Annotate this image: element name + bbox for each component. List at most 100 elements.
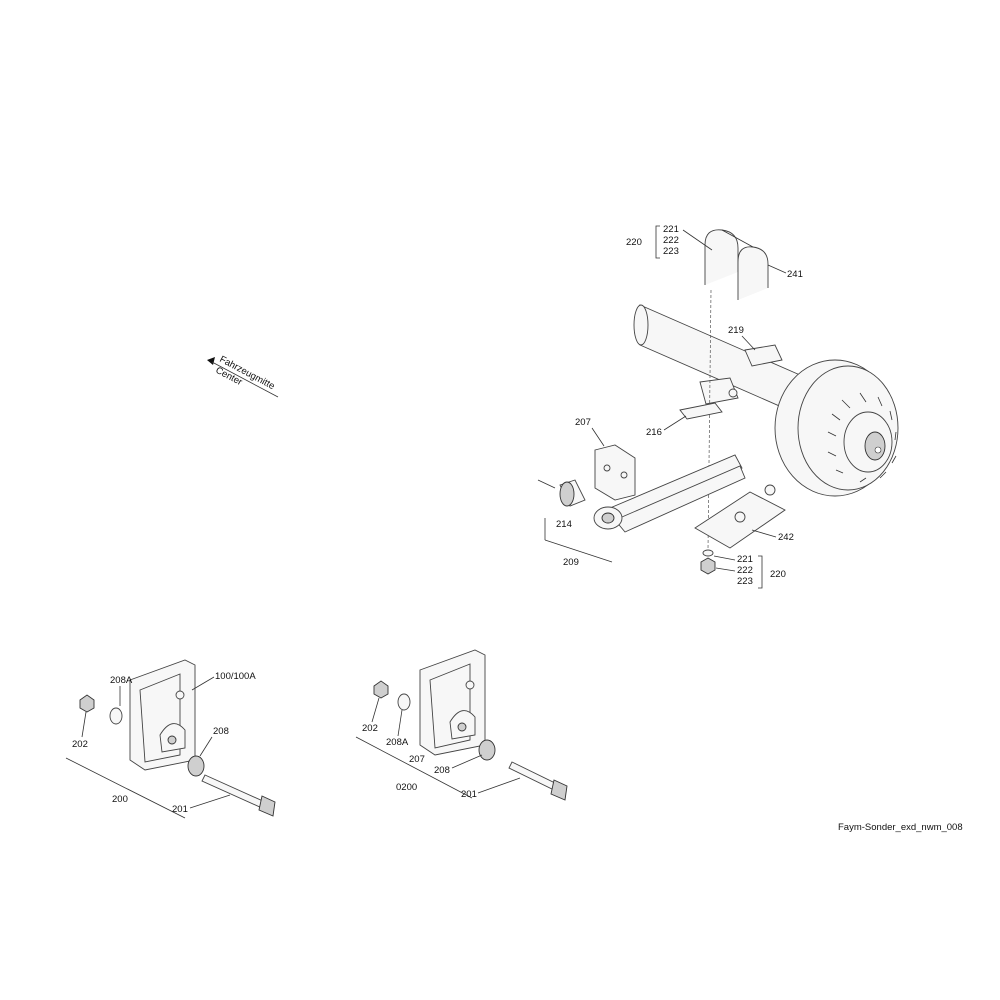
leader-208A-right <box>397 709 403 737</box>
leaf-spring-209 <box>593 454 746 533</box>
leader-202-left <box>81 711 87 738</box>
leader-241 <box>767 264 787 274</box>
hanger-assembly-200: 208A 100/100A 202 208 200 201 <box>65 659 276 819</box>
leader-207-top <box>591 427 605 447</box>
leader-202-right <box>371 697 380 723</box>
u-bolts-241 <box>704 229 769 300</box>
label-216: 216 <box>646 427 662 438</box>
leader-216 <box>663 415 687 431</box>
hanger-assembly-0200: 202 208A 207 208 0200 201 <box>355 649 568 801</box>
label-208-left: 208 <box>213 726 229 737</box>
plate-242 <box>694 484 786 549</box>
leader-221-bot <box>713 555 736 561</box>
bolt-head-right <box>550 779 568 801</box>
bracket-200 <box>65 757 186 819</box>
bracket-209 <box>544 539 613 563</box>
nut-bottom <box>700 557 716 575</box>
hanger-hole-2 <box>465 680 475 690</box>
bracket-220-bot <box>758 555 763 589</box>
label-202-left: 202 <box>72 739 88 750</box>
label-201-left: 201 <box>172 804 188 815</box>
label-223-bot: 223 <box>737 576 753 587</box>
spring-seat-219 <box>744 344 783 367</box>
leader-201-right <box>477 777 521 794</box>
spring-eye-bore <box>601 512 615 524</box>
leader-222-bot <box>715 567 736 572</box>
leader-100 <box>191 676 215 691</box>
bolt-201-left <box>201 774 266 809</box>
label-242: 242 <box>778 532 794 543</box>
label-200: 200 <box>112 794 128 805</box>
bolt-head-left <box>258 795 276 817</box>
label-220-bot: 220 <box>770 569 786 580</box>
washer-208-left <box>187 755 205 777</box>
bolt-201-right <box>508 761 558 791</box>
label-222-bot: 222 <box>737 565 753 576</box>
bushing-214 <box>537 479 586 507</box>
clamp-bolt <box>728 388 738 398</box>
arrow-head-icon <box>207 357 215 365</box>
hanger-hole <box>175 690 185 700</box>
label-208A-right: 208A <box>386 737 409 748</box>
washer-208-right <box>478 739 496 761</box>
leader-201-left <box>189 794 231 809</box>
label-207-top: 207 <box>575 417 591 428</box>
leader-242 <box>751 529 777 538</box>
bushing-leader <box>537 479 556 489</box>
plate-hole <box>734 511 746 523</box>
bracket-220-top <box>655 225 660 259</box>
label-100: 100/100A <box>215 671 256 682</box>
label-208-right: 208 <box>434 765 450 776</box>
plate-216 <box>679 402 723 420</box>
hanger-bore-2 <box>457 722 467 732</box>
arrow-shaft <box>211 361 279 398</box>
label-0200: 0200 <box>396 782 417 793</box>
washer-208A-left <box>109 707 123 725</box>
u-bolt-link <box>721 229 754 248</box>
nut-washer-bottom <box>700 549 716 575</box>
label-207-right: 207 <box>409 754 425 765</box>
label-219: 219 <box>728 325 744 336</box>
u-bolt-rear <box>737 246 769 300</box>
assembly-axis-line <box>707 289 712 551</box>
label-221-bot: 221 <box>737 554 753 565</box>
callouts-top: 220 221 222 223 241 219 216 207 214 209 … <box>544 224 803 589</box>
label-223-top: 223 <box>663 246 679 257</box>
nut-202-left <box>79 694 95 713</box>
washer-208A-right <box>397 693 411 711</box>
axle-assembly <box>633 304 899 497</box>
label-221-top: 221 <box>663 224 679 235</box>
bushing-end <box>559 481 575 507</box>
nut-202-right <box>373 680 389 699</box>
plate-stud <box>764 484 776 496</box>
bracket-hole-2 <box>620 471 628 479</box>
u-bolt-front <box>704 229 739 285</box>
hanger-bore <box>167 735 177 745</box>
bracket-0200 <box>355 736 473 799</box>
label-220-top: 220 <box>626 237 642 248</box>
bracket-hole-1 <box>603 464 611 472</box>
label-222-top: 222 <box>663 235 679 246</box>
label-208A-left: 208A <box>110 675 133 686</box>
vehicle-center-arrow: Fahrzeugmitte Center <box>207 354 279 398</box>
hub-center <box>874 446 882 454</box>
wheel-studs <box>827 392 897 483</box>
label-241: 241 <box>787 269 803 280</box>
leader-208-right <box>451 754 483 769</box>
bracket-207-body <box>594 444 636 501</box>
label-209: 209 <box>563 557 579 568</box>
axle-beam-end <box>633 304 649 346</box>
hub-cap <box>864 431 886 461</box>
leader-219 <box>741 335 756 351</box>
drawing-file-id: Faym-Sonder_exd_nwm_008 <box>838 822 963 833</box>
label-214: 214 <box>556 519 572 530</box>
bracket-207-top <box>594 444 636 501</box>
label-202-right: 202 <box>362 723 378 734</box>
leader-221-top <box>682 229 713 251</box>
leader-208-left <box>199 736 213 757</box>
washer-bottom <box>702 549 714 557</box>
leaf-lower <box>614 465 746 533</box>
label-201-right: 201 <box>461 789 477 800</box>
